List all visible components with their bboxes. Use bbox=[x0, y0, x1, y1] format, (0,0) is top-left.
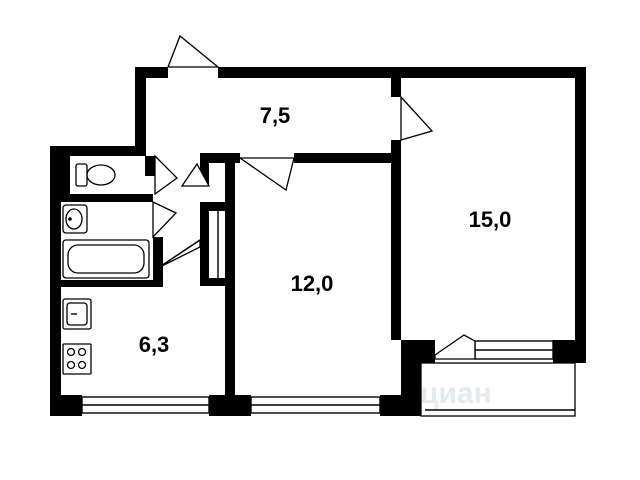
living-room-door bbox=[400, 95, 434, 141]
walls bbox=[50, 67, 586, 416]
watermark-text: циан bbox=[420, 377, 492, 410]
bedroom-door bbox=[237, 157, 295, 192]
bathtub-icon bbox=[62, 239, 150, 279]
doors bbox=[152, 34, 476, 360]
kitchen-sink-icon bbox=[62, 298, 92, 330]
windows bbox=[81, 340, 554, 414]
living-room-area-label: 15,0 bbox=[469, 207, 512, 232]
washbasin-icon bbox=[62, 204, 88, 234]
wc-door bbox=[154, 154, 178, 196]
toilet-icon bbox=[75, 163, 116, 187]
kitchen-area-label: 6,3 bbox=[139, 332, 170, 357]
closet-door bbox=[180, 162, 211, 187]
balcony bbox=[420, 362, 576, 417]
entrance-door bbox=[167, 34, 220, 68]
bathroom-door bbox=[152, 200, 178, 239]
balcony-door bbox=[434, 334, 476, 360]
bedroom-area-label: 12,0 bbox=[291, 271, 334, 296]
hallway-area-label: 7,5 bbox=[260, 103, 291, 128]
fixtures bbox=[62, 163, 219, 375]
stove-icon bbox=[62, 343, 92, 375]
